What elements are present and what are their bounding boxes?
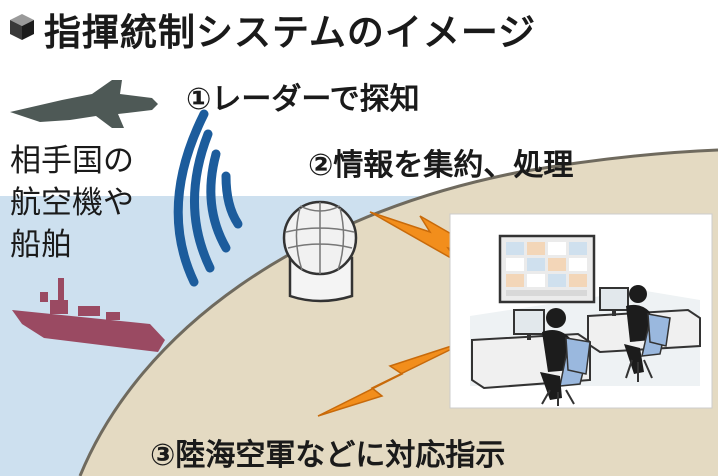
command-center (450, 214, 712, 408)
fighter-jet-icon (10, 80, 158, 128)
step-response-command: ③陸海空軍などに対応指示 (150, 430, 505, 474)
enemy-assets-label: 相手国の 航空機や 船舶 (10, 140, 134, 266)
diagram-title: 指揮統制システムのイメージ (44, 2, 536, 56)
step-information-processing: ②情報を集約、処理 (308, 140, 573, 184)
radar-dome-icon (284, 202, 356, 301)
display-wall (500, 236, 594, 302)
enemy-label-line: 船舶 (10, 224, 134, 266)
enemy-label-line: 航空機や (10, 182, 134, 224)
step-radar-detection: ①レーダーで探知 (186, 74, 420, 118)
enemy-label-line: 相手国の (10, 140, 134, 182)
title-cube-icon (10, 14, 34, 40)
